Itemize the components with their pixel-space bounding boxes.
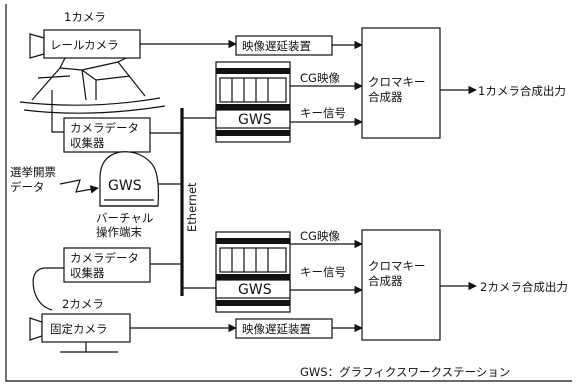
collector-2-line2: 収集器: [70, 266, 105, 280]
camera1-number-label: 1カメラ: [64, 10, 106, 24]
camera2-number-label: 2カメラ: [62, 297, 104, 311]
camera-lens: [30, 34, 44, 58]
collector2-to-cam2-line: [33, 268, 64, 310]
election-data-line1: 選挙開票: [10, 165, 56, 179]
cg-video-1-label: CG映像: [300, 71, 340, 85]
collector-1-line2: 収集器: [70, 136, 105, 150]
rail-camera-label: レールカメラ: [50, 38, 119, 52]
output-1-label: 1カメラ合成出力: [478, 84, 566, 98]
camera-dolly: [32, 58, 145, 100]
terminal-line1: バーチャル: [96, 211, 153, 225]
camera2-stand: [60, 342, 118, 352]
terminal-line2: 操作端末: [96, 225, 142, 239]
fixed-camera-label: 固定カメラ: [50, 322, 108, 336]
key-signal-2-label: キー信号: [300, 265, 346, 279]
chroma-key-2-line2: 合成器: [368, 274, 403, 288]
camera2-lens: [30, 318, 42, 340]
gws-workstation-2: GWS: [216, 232, 290, 312]
key-signal-1-label: キー信号: [300, 106, 346, 120]
cam1-to-collector-line: [52, 90, 64, 132]
rail-camera: レールカメラ: [20, 30, 165, 113]
camera-rail: [20, 98, 165, 113]
election-data-lightning: [60, 180, 98, 192]
terminal-gws-label: GWS: [108, 178, 142, 194]
ethernet-label: Ethernet: [185, 182, 199, 232]
collector-2-line1: カメラデータ: [70, 251, 139, 265]
gws-legend: GWS：グラフィクスワークステーション: [300, 365, 510, 379]
virtual-terminal: GWS: [100, 152, 158, 206]
delay-unit-1-label: 映像遅延装置: [242, 39, 311, 53]
fixed-camera: 固定カメラ: [30, 314, 130, 352]
chroma-key-2-line1: クロマキー: [368, 259, 426, 273]
gws-1-label: GWS: [238, 112, 272, 128]
chroma-key-1-line2: 合成器: [368, 90, 403, 104]
gws-workstation-1: GWS: [216, 62, 290, 142]
delay-unit-2-label: 映像遅延装置: [242, 322, 311, 336]
collector-1-line1: カメラデータ: [70, 121, 139, 135]
output-2-label: 2カメラ合成出力: [480, 280, 568, 294]
chroma-key-1-line1: クロマキー: [368, 75, 426, 89]
gws-2-label: GWS: [238, 282, 272, 298]
election-data-line2: データ: [10, 180, 45, 194]
cg-video-2-label: CG映像: [300, 229, 340, 243]
